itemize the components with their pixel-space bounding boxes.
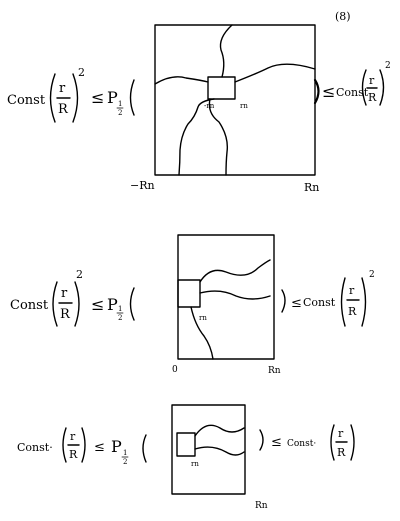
- subscript-numerator-2: 1: [118, 305, 122, 313]
- leq-sign-1: ≤: [91, 88, 104, 107]
- rhs-3: ≤ Const· r R: [259, 424, 355, 461]
- subscript-denominator-3: 2: [123, 458, 127, 466]
- fraction-numerator-2: r: [61, 286, 68, 301]
- exponent-1: 2: [78, 66, 85, 79]
- fraction-numerator-rhs-3: r: [338, 427, 344, 440]
- const-rhs-1: Const: [336, 86, 369, 99]
- fraction-denominator-2: R: [60, 307, 71, 322]
- fraction-numerator-rhs-1: r: [369, 74, 375, 87]
- rhs-2: ≤ Const r R 2: [281, 270, 375, 327]
- leq-sign-3: ≤: [94, 440, 105, 455]
- axis-label-left-1: −Rn: [130, 179, 155, 192]
- fraction-numerator-1: r: [59, 81, 66, 96]
- const-rhs-2: Const: [303, 296, 336, 309]
- const-text-3: Const·: [17, 441, 53, 454]
- axis-label-right-3: Rn: [255, 501, 268, 511]
- inner-label-left-1: -rn: [204, 102, 215, 110]
- probability-symbol-3: P: [111, 437, 122, 456]
- inner-label-right-1: rn: [240, 102, 248, 110]
- axis-label-right-1: Rn: [304, 181, 319, 194]
- subscript-numerator-1: 1: [118, 100, 122, 108]
- exponent-rhs-2: 2: [369, 270, 375, 280]
- const-text-1: Const: [7, 93, 46, 108]
- rhs-1: ≤ Const r R 2: [313, 61, 391, 106]
- fraction-denominator-rhs-3: R: [337, 446, 346, 459]
- fraction-numerator-3: r: [70, 430, 76, 443]
- const-rhs-3: Const·: [287, 439, 316, 449]
- inner-label-3: rn: [191, 460, 199, 468]
- fraction-denominator-rhs-1: R: [368, 91, 377, 104]
- axis-label-right-2: Rn: [268, 366, 281, 376]
- leq-sign-rhs-2: ≤: [291, 296, 302, 311]
- figure-2-box: rn 0 Rn: [172, 234, 281, 376]
- fraction-denominator-3: R: [69, 448, 78, 461]
- fraction-numerator-rhs-2: r: [349, 284, 355, 297]
- subscript-numerator-3: 1: [123, 449, 127, 457]
- fraction-denominator-rhs-2: R: [348, 305, 357, 318]
- leq-sign-2: ≤: [91, 295, 104, 314]
- inner-label-2: rn: [199, 314, 207, 322]
- subscript-denominator-1: 2: [118, 109, 122, 117]
- leq-sign-rhs-3: ≤: [271, 435, 282, 450]
- probability-symbol-1: P: [107, 88, 118, 107]
- inequality-3: Const· r R ≤ P 1 2: [17, 427, 147, 466]
- figure-3-box: rn Rn: [171, 404, 268, 511]
- page-number: (8): [335, 10, 351, 23]
- subscript-denominator-2: 2: [118, 314, 122, 322]
- const-text-2: Const: [10, 298, 49, 313]
- figure-1-box: -rn rn −Rn Rn: [130, 24, 319, 194]
- exponent-2: 2: [76, 268, 83, 281]
- inequality-1: Const r R 2 ≤ P 1 2: [7, 66, 135, 123]
- leq-sign-rhs-1: ≤: [322, 82, 335, 101]
- probability-symbol-2: P: [107, 295, 118, 314]
- inequality-2: Const r R 2 ≤ P 1 2: [10, 268, 135, 327]
- axis-label-left-2: 0: [172, 365, 178, 375]
- fraction-denominator-1: R: [58, 102, 69, 117]
- exponent-rhs-1: 2: [385, 61, 391, 71]
